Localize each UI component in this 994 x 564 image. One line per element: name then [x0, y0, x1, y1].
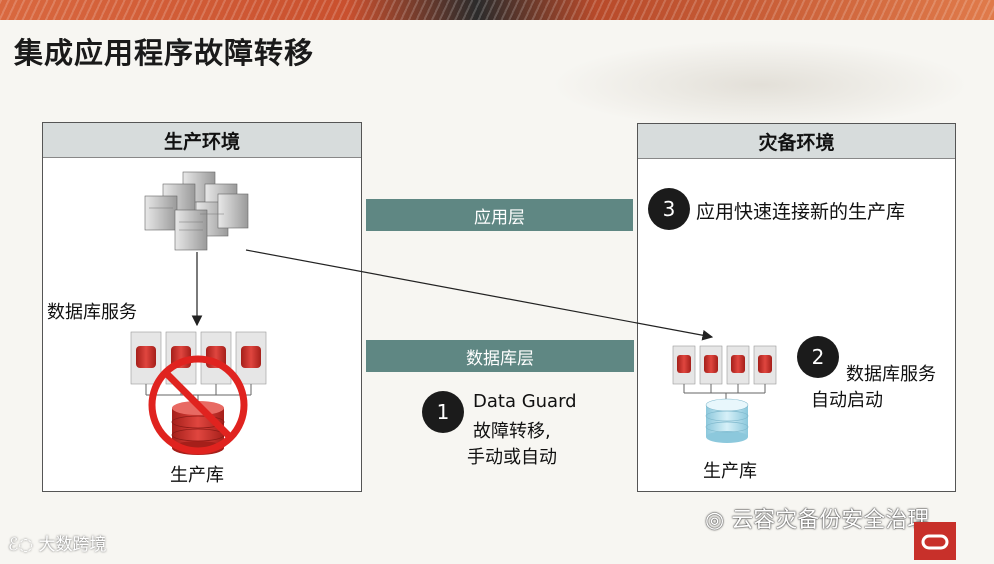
app-server-cluster-icon	[145, 172, 248, 250]
step-3-badge: 3	[648, 188, 690, 230]
watermark-logo-icon: ℰ◌	[8, 535, 39, 555]
step-2-badge: 2	[797, 336, 839, 378]
wechat-watermark-text: 云容灾备份安全治理	[731, 508, 929, 533]
step-1-badge: 1	[422, 391, 464, 433]
bottom-left-watermark-text: 大数跨境	[39, 535, 107, 555]
step-2-text-line-2: 自动启动	[811, 386, 883, 412]
oracle-logo-icon	[914, 522, 956, 560]
wechat-icon: ◎	[705, 508, 731, 533]
app-to-standby-arrow	[246, 250, 712, 337]
step-1-text-line-2: 故障转移,	[473, 417, 551, 443]
step-1-text-line-1: Data Guard	[473, 391, 577, 412]
standby-db-nodes	[673, 346, 776, 384]
standby-database-icon	[706, 399, 748, 443]
production-db-label: 生产库	[170, 461, 224, 487]
step-2-text-line-1: 数据库服务	[846, 360, 936, 386]
db-service-label: 数据库服务	[47, 298, 137, 324]
wechat-watermark: ◎ 云容灾备份安全治理	[705, 502, 929, 534]
bottom-left-watermark: ℰ◌ 大数跨境	[8, 530, 107, 555]
step-3-text: 应用快速连接新的生产库	[696, 197, 905, 224]
step-1-text-line-3: 手动或自动	[467, 443, 557, 469]
standby-db-label: 生产库	[703, 457, 757, 483]
